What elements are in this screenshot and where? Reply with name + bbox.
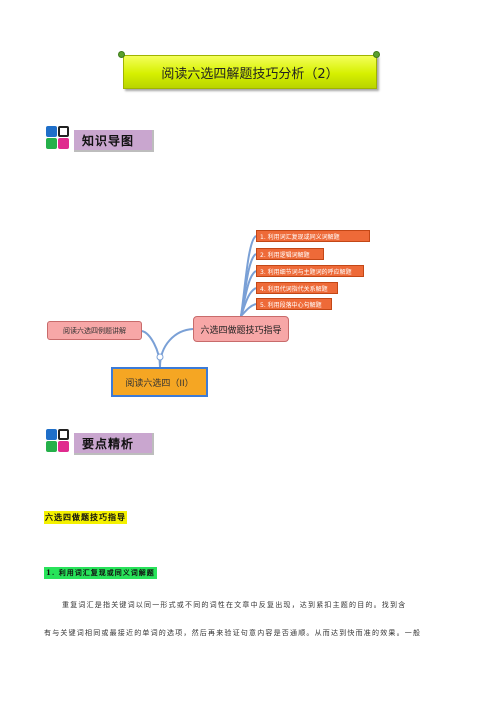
section-header-key-points: 要点精析 xyxy=(46,429,156,459)
section-title: 知识导图 xyxy=(74,130,154,152)
page-title: 阅读六选四解题技巧分析（2） xyxy=(161,66,339,82)
tile-icon xyxy=(58,138,69,149)
title-banner: 阅读六选四解题技巧分析（2） xyxy=(123,55,377,89)
point-title: 1. 利用词汇复现或同义词解题 xyxy=(44,567,157,579)
tile-icon xyxy=(46,126,57,137)
mindmap-center-node: 阅读六选四（II） xyxy=(111,367,208,397)
tile-icon xyxy=(58,441,69,452)
mindmap-main-node: 六选四做题技巧指导 xyxy=(193,316,289,342)
tile-icon xyxy=(58,126,69,137)
banner-pin-icon xyxy=(118,51,125,58)
tile-icon xyxy=(46,441,57,452)
mindmap-leaf: 5. 利用段落中心句解题 xyxy=(256,298,332,310)
mindmap-left-node: 阅读六选四例题讲解 xyxy=(47,321,142,340)
paragraph-line: 重复词汇是指关键词以同一形式或不同的词性在文章中反复出现，达到紧扣主题的目的。找… xyxy=(62,601,407,609)
mindmap-leaf: 4. 利用代词指代关系解题 xyxy=(256,282,338,294)
section-header-knowledge-map: 知识导图 xyxy=(46,126,156,156)
banner-pin-icon xyxy=(373,51,380,58)
tile-icon xyxy=(46,138,57,149)
mindmap-leaf: 1. 利用词汇复现或同义词解题 xyxy=(256,230,370,242)
mindmap-leaf: 3. 利用细节词与主题词的呼应解题 xyxy=(256,265,364,277)
tile-icon xyxy=(46,429,57,440)
tile-icon xyxy=(58,429,69,440)
content-subtitle: 六选四做题技巧指导 xyxy=(44,511,127,524)
section-title: 要点精析 xyxy=(74,433,154,455)
paragraph-line: 有与关键词相同或最接近的单词的选项，然后再来验证句意内容是否通顺。从而达到快而准… xyxy=(44,629,422,637)
mindmap-leaf: 2. 利用逻辑词解题 xyxy=(256,248,324,260)
